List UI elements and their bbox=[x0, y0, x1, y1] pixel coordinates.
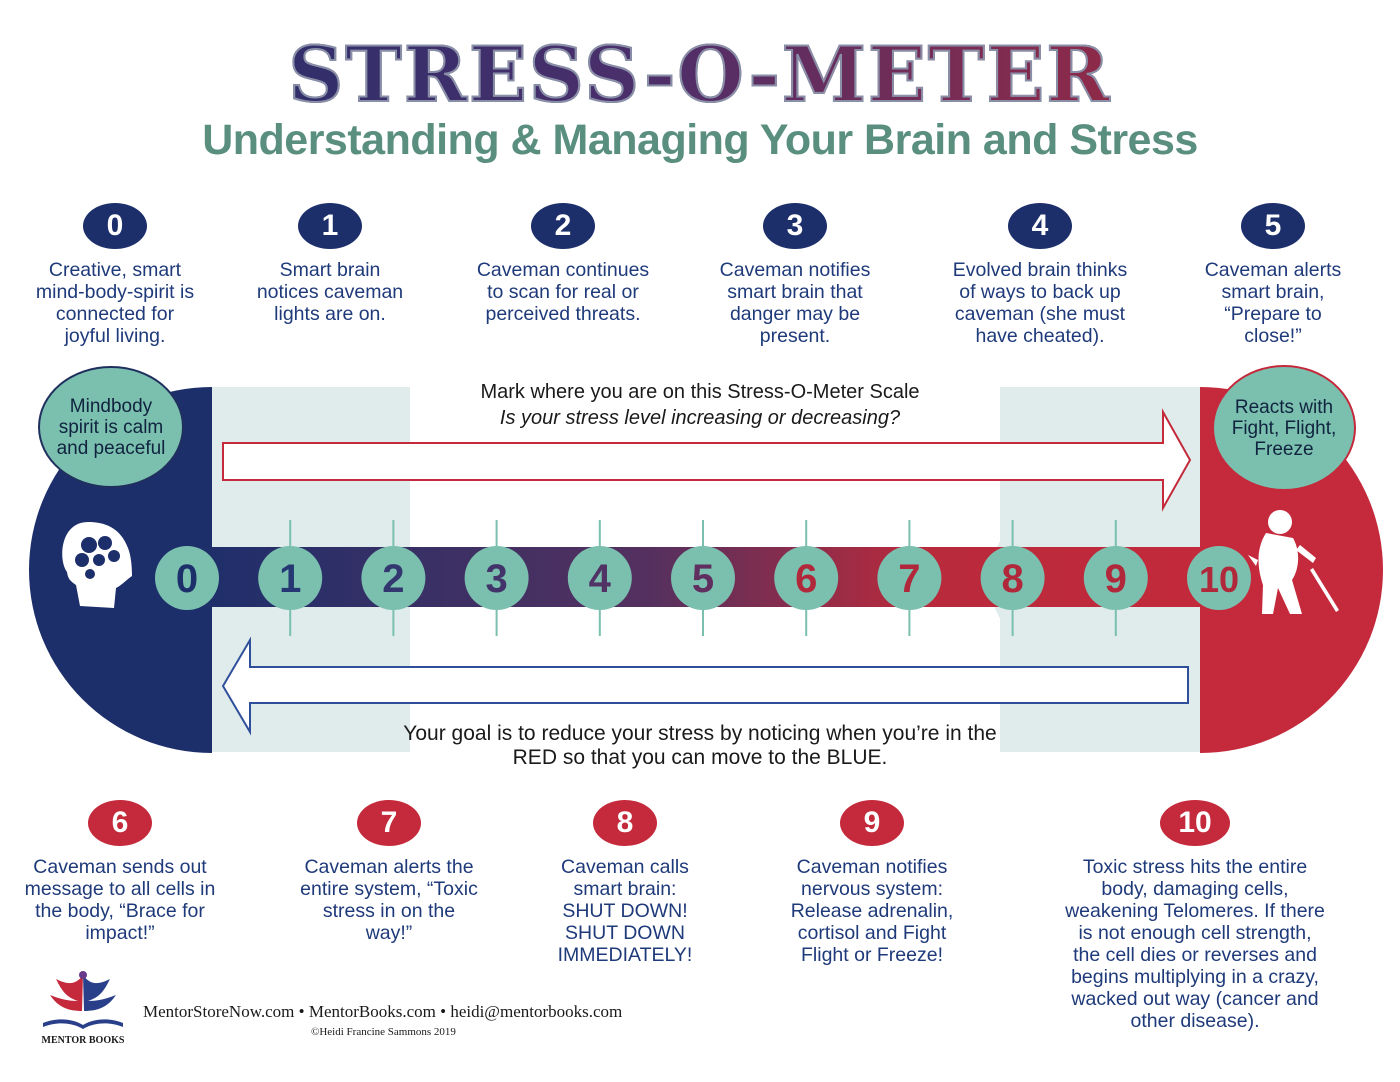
stage-text-9: Caveman notifies nervous system: Release… bbox=[790, 856, 954, 966]
stage-badge-1: 1 bbox=[298, 203, 362, 249]
meter-background-right bbox=[1000, 387, 1200, 752]
scale-label-8: 8 bbox=[1001, 557, 1023, 601]
scale-marker-0[interactable] bbox=[155, 546, 219, 610]
scale-marker-6[interactable] bbox=[774, 546, 839, 610]
meter-background-left-round bbox=[250, 500, 410, 660]
scale-marker-1[interactable] bbox=[258, 546, 323, 610]
stage-badge-8: 8 bbox=[593, 800, 657, 846]
meter-question: Is your stress level increasing or decre… bbox=[499, 407, 901, 429]
scale-label-7: 7 bbox=[898, 557, 920, 601]
scale-label-3: 3 bbox=[485, 557, 507, 601]
meter-heading: Mark where you are on this Stress-O-Mete… bbox=[480, 381, 920, 403]
stage-text-2: Caveman continues to scan for real or pe… bbox=[476, 259, 650, 325]
brain-gears-head-icon bbox=[62, 522, 132, 608]
stage-badge-6: 6 bbox=[88, 800, 152, 846]
scale-marker-9[interactable] bbox=[1083, 546, 1148, 610]
phoenix-book-logo-icon bbox=[43, 971, 123, 1029]
reaction-bubble-text: Reacts with Fight, Flight, Freeze bbox=[1231, 396, 1337, 460]
reaction-bubble: Reacts with Fight, Flight, Freeze bbox=[1212, 365, 1356, 491]
stage-5: 5 Caveman alerts smart brain, “Prepare t… bbox=[1173, 203, 1373, 347]
stage-badge-7: 7 bbox=[357, 800, 421, 846]
stress-scale-bar bbox=[185, 547, 1225, 607]
stage-badge-3: 3 bbox=[763, 203, 827, 249]
goal-statement: Your goal is to reduce your stress by no… bbox=[403, 722, 997, 769]
meter-background-left bbox=[212, 387, 410, 752]
scale-marker-8[interactable] bbox=[980, 546, 1045, 610]
stage-10: 10 Toxic stress hits the entire body, da… bbox=[1060, 800, 1330, 1032]
stage-badge-2: 2 bbox=[531, 203, 595, 249]
copyright: ©Heidi Francine Sammons 2019 bbox=[311, 1026, 456, 1038]
scale-marker-2[interactable] bbox=[361, 546, 426, 610]
stage-2: 2 Caveman continues to scan for real or … bbox=[463, 203, 663, 325]
stage-text-6: Caveman sends out message to all cells i… bbox=[24, 856, 216, 944]
stage-0: 0 Creative, smart mind-body-spirit is co… bbox=[15, 203, 215, 347]
caveman-spear-icon bbox=[1248, 510, 1339, 614]
scale-marker-10[interactable] bbox=[1187, 546, 1251, 610]
stage-text-8: Caveman calls smart brain: SHUT DOWN! SH… bbox=[557, 856, 693, 966]
calm-bubble-text: Mindbody spirit is calm and peaceful bbox=[56, 395, 166, 459]
scale-label-6: 6 bbox=[795, 557, 817, 601]
meter-background-right-round bbox=[990, 500, 1150, 660]
stage-4: 4 Evolved brain thinks of ways to back u… bbox=[940, 203, 1140, 347]
scale-label-4: 4 bbox=[589, 557, 612, 601]
stage-badge-0: 0 bbox=[83, 203, 147, 249]
calm-bubble: Mindbody spirit is calm and peaceful bbox=[38, 366, 184, 488]
stage-badge-4: 4 bbox=[1008, 203, 1072, 249]
scale-marker-4[interactable] bbox=[567, 546, 632, 610]
stage-text-5: Caveman alerts smart brain, “Prepare to … bbox=[1204, 259, 1342, 347]
stage-text-3: Caveman notifies smart brain that danger… bbox=[719, 259, 871, 347]
scale-label-1: 1 bbox=[279, 557, 301, 601]
stage-text-10: Toxic stress hits the entire body, damag… bbox=[1065, 856, 1325, 1032]
scale-label-10: 10 bbox=[1199, 559, 1239, 600]
stage-text-0: Creative, smart mind-body-spirit is conn… bbox=[35, 259, 195, 347]
decreasing-arrow bbox=[221, 636, 1189, 736]
stage-8: 8 Caveman calls smart brain: SHUT DOWN! … bbox=[525, 800, 725, 966]
page-subtitle: Understanding & Managing Your Brain and … bbox=[202, 116, 1198, 164]
stage-text-4: Evolved brain thinks of ways to back up … bbox=[952, 259, 1128, 347]
scale-marker-5[interactable] bbox=[671, 546, 735, 610]
stage-3: 3 Caveman notifies smart brain that dang… bbox=[695, 203, 895, 347]
scale-label-0: 0 bbox=[176, 557, 198, 601]
stage-badge-5: 5 bbox=[1241, 203, 1305, 249]
stage-7: 7 Caveman alerts the entire system, “Tox… bbox=[289, 800, 489, 944]
page-title: STRESS-O-METER bbox=[0, 29, 1400, 120]
scale-label-2: 2 bbox=[382, 557, 404, 601]
footer-links: MentorStoreNow.com • MentorBooks.com • h… bbox=[143, 1002, 623, 1021]
stage-1: 1 Smart brain notices caveman lights are… bbox=[230, 203, 430, 325]
scale-marker-7[interactable] bbox=[877, 546, 942, 610]
stage-text-7: Caveman alerts the entire system, “Toxic… bbox=[300, 856, 478, 944]
scale-markers: 0 1 2 3 4 5 6 7 8 9 10 bbox=[155, 520, 1251, 636]
stage-badge-10: 10 bbox=[1160, 800, 1230, 846]
scale-label-9: 9 bbox=[1105, 557, 1127, 601]
scale-label-5: 5 bbox=[692, 557, 714, 601]
scale-marker-3[interactable] bbox=[464, 546, 529, 610]
stage-9: 9 Caveman notifies nervous system: Relea… bbox=[772, 800, 972, 966]
brand-name: MENTOR BOOKS bbox=[41, 1035, 125, 1046]
stage-6: 6 Caveman sends out message to all cells… bbox=[20, 800, 220, 944]
stage-text-1: Smart brain notices caveman lights are o… bbox=[256, 259, 404, 325]
stage-badge-9: 9 bbox=[840, 800, 904, 846]
